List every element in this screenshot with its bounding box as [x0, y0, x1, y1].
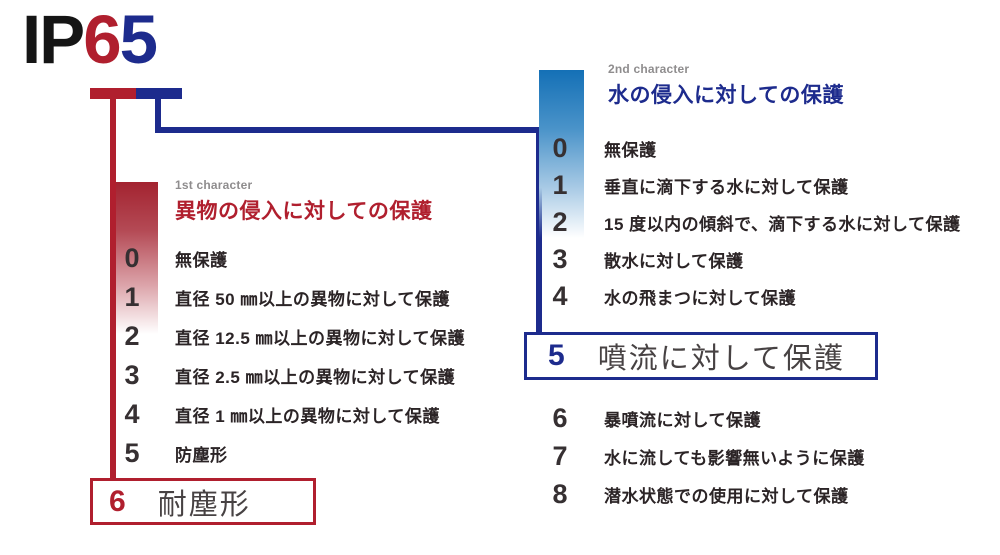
list-item: 0 無保護 [100, 239, 465, 278]
left-rating-list: 0 無保護 1 直径 50 ㎜以上の異物に対して保護 2 直径 12.5 ㎜以上の異物に対… [100, 239, 465, 473]
highlighted-water-rating-digit: 5 [548, 339, 565, 372]
right-column-title: 水の侵入に対しての保護 [608, 84, 844, 107]
digit2-underline-bar [136, 88, 182, 99]
list-item: 3 散水に対して保護 [528, 241, 960, 278]
red-connector-line-vertical [110, 99, 116, 479]
rating-description: 散水に対して保護 [604, 252, 744, 271]
left-eyebrow-label: 1st character [175, 178, 253, 192]
rating-digit: 5 [124, 438, 140, 468]
rating-digit: 1 [124, 282, 140, 312]
rating-digit: 4 [552, 281, 568, 311]
right-column-header: 2nd character 水の侵入に対しての保護 [608, 62, 844, 109]
left-column-header: 1st character 異物の侵入に対しての保護 [175, 178, 432, 225]
rating-description: 水に流しても影響無いように保護 [604, 448, 865, 468]
rating-description: 15 度以内の傾斜で、滴下する水に対して保護 [604, 215, 961, 234]
rating-digit: 3 [124, 360, 140, 390]
list-item: 0 無保護 [528, 130, 960, 167]
list-item: 6 暴噴流に対して保護 [528, 399, 865, 437]
right-rating-list-lower: 6 暴噴流に対して保護 7 水に流しても影響無いように保護 8 潜水状態での使用に対して保… [528, 399, 865, 513]
list-item: 1 直径 50 ㎜以上の異物に対して保護 [100, 278, 465, 317]
blue-connector-line-horizontal [155, 127, 542, 133]
rating-digit: 7 [552, 440, 568, 471]
left-highlight-box: 6 耐塵形 [90, 478, 316, 525]
ip-code-digit1: 6 [83, 1, 121, 78]
list-item: 5 防塵形 [100, 434, 465, 473]
blue-connector-line-drop [155, 99, 161, 133]
rating-description: 直径 2.5 ㎜以上の異物に対して保護 [175, 368, 456, 387]
rating-description: 防塵形 [175, 446, 228, 465]
rating-description: 直径 1 ㎜以上の異物に対して保護 [175, 407, 440, 426]
rating-digit: 0 [124, 243, 140, 273]
list-item: 4 直径 1 ㎜以上の異物に対して保護 [100, 395, 465, 434]
list-item: 8 潜水状態での使用に対して保護 [528, 475, 865, 513]
left-column-title: 異物の侵入に対しての保護 [175, 200, 433, 223]
right-gradient-strip [539, 70, 584, 238]
rating-description: 潜水状態での使用に対して保護 [604, 486, 849, 506]
rating-digit: 2 [552, 207, 568, 237]
digit1-underline-bar [90, 88, 136, 99]
rating-digit: 8 [552, 478, 568, 509]
rating-digit: 6 [552, 402, 568, 433]
rating-digit: 0 [552, 133, 568, 163]
rating-digit: 1 [552, 170, 568, 200]
list-item: 2 直径 12.5 ㎜以上の異物に対して保護 [100, 317, 465, 356]
rating-description: 直径 50 ㎜以上の異物に対して保護 [175, 290, 450, 309]
list-item: 7 水に流しても影響無いように保護 [528, 437, 865, 475]
rating-description: 直径 12.5 ㎜以上の異物に対して保護 [175, 329, 466, 348]
rating-digit: 3 [552, 244, 568, 274]
ip-code-prefix: IP [22, 1, 85, 78]
rating-digit: 2 [124, 321, 140, 351]
rating-description: 水の飛まつに対して保護 [604, 289, 796, 308]
list-item: 2 15 度以内の傾斜で、滴下する水に対して保護 [528, 204, 960, 241]
list-item: 1 垂直に滴下する水に対して保護 [528, 167, 960, 204]
rating-description: 無保護 [175, 251, 228, 270]
rating-description: 無保護 [604, 141, 657, 160]
right-rating-list-upper: 0 無保護 1 垂直に滴下する水に対して保護 2 15 度以内の傾斜で、滴下する水に対して… [528, 130, 960, 315]
left-gradient-strip [116, 182, 158, 334]
highlighted-water-rating-label: 噴流に対して保護 [597, 343, 845, 375]
highlighted-solid-rating-label: 耐塵形 [157, 488, 251, 521]
right-eyebrow-label: 2nd character [608, 62, 690, 76]
list-item: 3 直径 2.5 ㎜以上の異物に対して保護 [100, 356, 465, 395]
ip-code: IP65 [22, 1, 158, 78]
list-item: 4 水の飛まつに対して保護 [528, 278, 960, 315]
rating-digit: 4 [124, 399, 140, 429]
ip-code-digit2: 5 [119, 1, 158, 78]
right-highlight-box: 5 噴流に対して保護 [524, 332, 878, 380]
rating-description: 垂直に滴下する水に対して保護 [604, 178, 849, 197]
highlighted-solid-rating-digit: 6 [109, 484, 126, 518]
rating-description: 暴噴流に対して保護 [604, 410, 761, 430]
